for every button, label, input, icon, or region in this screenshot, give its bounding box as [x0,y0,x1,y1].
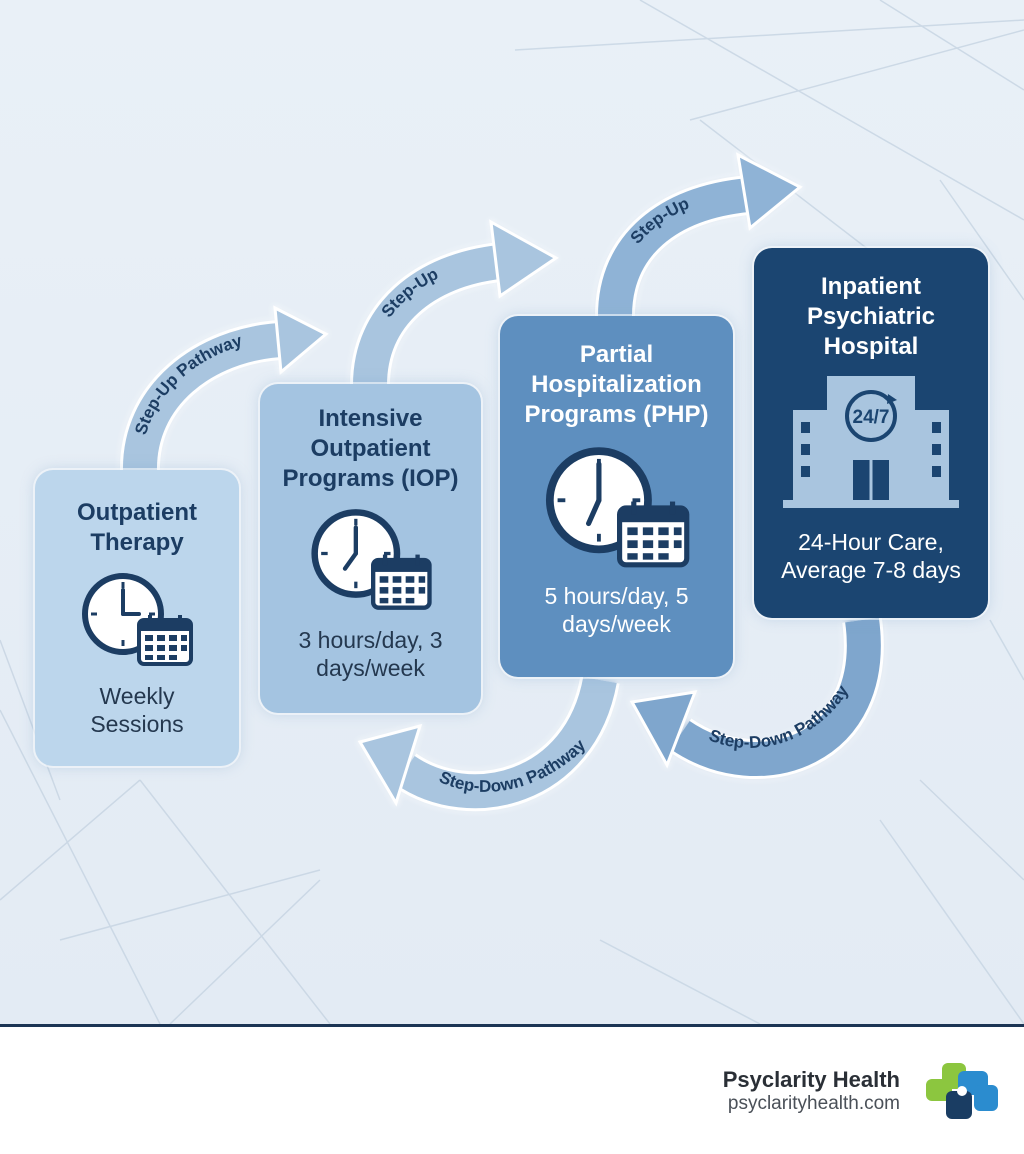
clock-calendar-icon [82,573,193,666]
step-up-arrow-1 [350,219,559,386]
outpatient-therapy-detail: Weekly Sessions [90,683,184,737]
puzzle-cross-logo-icon [926,1063,998,1119]
iop-card: Intensive Outpatient Programs (IOP) 3 ho… [260,384,481,713]
step-up-arrow-2 [595,152,803,317]
hospital-badge-text: 24/7 [853,407,890,428]
step-down-pathway-arrow-2 [629,617,884,779]
background-lines [0,0,1024,1024]
outpatient-therapy-card: Outpatient Therapy Weekly Sessions [35,470,239,766]
php-card: Partial Hospitalization Programs (PHP) 5… [500,316,733,677]
pathway-arrows: Step-Up Pathway Step-Up Step-Up Step-Dow… [120,152,884,812]
footer: Psyclarity Health psyclarityhealth.com [0,1024,1024,1154]
php-detail: 5 hours/day, 5 days/week [544,583,689,637]
inpatient-title: Inpatient Psychiatric Hospital [806,273,936,360]
diagram-canvas: Step-Up Pathway Step-Up Step-Up Step-Dow… [0,0,1024,1024]
brand-url[interactable]: psyclarityhealth.com [727,1093,900,1114]
clock-calendar-icon [310,509,432,610]
outpatient-therapy-title: Outpatient Therapy [77,499,197,556]
clock-calendar-icon [545,447,689,568]
brand-name: Psyclarity Health [722,1067,900,1092]
php-title: Partial Hospitalization Programs (PHP) [524,341,709,428]
iop-detail: 3 hours/day, 3 days/week [298,627,443,681]
inpatient-card: Inpatient Psychiatric Hospital 24/7 24-H… [754,248,988,618]
step-down-pathway-arrow-1 [357,675,620,812]
inpatient-detail: 24-Hour Care, Average 7-8 days [781,529,961,583]
hospital-building-icon: 24/7 [783,376,959,508]
step-up-pathway-arrow [120,305,329,473]
iop-title: Intensive Outpatient Programs (IOP) [282,405,459,492]
